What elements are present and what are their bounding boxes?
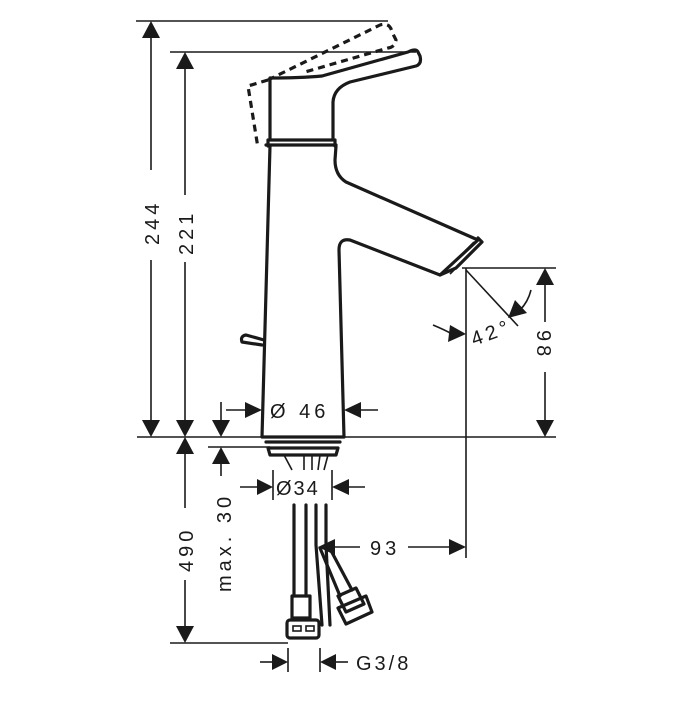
lever-handle: [268, 48, 423, 142]
dimension-angle-42: 42°: [432, 289, 532, 351]
dim-label-42-degrees: 42°: [468, 316, 515, 351]
dim-label-98: 98: [532, 330, 554, 360]
faucet-main-body: [260, 144, 480, 439]
arrow-up-icon: [176, 52, 194, 69]
dimension-221: 221: [176, 52, 198, 437]
dim-label-max-30: max. 30: [214, 493, 236, 592]
reference-lines: [136, 20, 556, 644]
arrow-up-icon: [212, 447, 230, 464]
arrow-right-icon: [245, 402, 262, 418]
arrow-right-icon: [448, 325, 466, 342]
arrow-up-icon: [536, 268, 554, 285]
arrow-down-icon: [212, 420, 230, 437]
dimension-490: 490: [176, 437, 198, 643]
dim-label-diameter-46: Ø 46: [270, 401, 329, 423]
dim-label-93: 93: [370, 538, 400, 560]
dimension-98: 98: [532, 268, 554, 437]
arrow-down-icon: [176, 626, 194, 643]
arrow-left-icon: [320, 654, 336, 670]
dimension-diameter-46: Ø 46: [226, 401, 378, 423]
dimension-g3-8: G3/8: [260, 648, 411, 675]
dim-label-221: 221: [176, 210, 198, 255]
faucet-body: [239, 22, 484, 471]
arrow-down-icon: [142, 420, 160, 437]
arrow-left-icon: [344, 402, 361, 418]
dimension-244: 244: [142, 21, 164, 437]
supply-hoses: [285, 503, 374, 640]
dim-label-244: 244: [142, 200, 164, 245]
arrow-up-icon: [176, 437, 194, 454]
arrow-right-icon: [257, 479, 273, 495]
dim-label-g3-8: G3/8: [356, 653, 411, 675]
dim-label-490: 490: [176, 527, 198, 572]
popup-rod: [239, 333, 266, 347]
arrow-left-icon: [332, 479, 349, 495]
dimension-diameter-34: Ø34: [240, 470, 365, 500]
arrow-right-icon: [449, 539, 466, 555]
lever-open-outline: [246, 22, 398, 149]
dimension-max-30: max. 30: [212, 402, 236, 592]
dimension-93: 93: [318, 538, 466, 560]
arrow-down-icon: [536, 420, 554, 437]
dim-label-diameter-34: Ø34: [276, 478, 320, 500]
arrow-down-icon: [176, 420, 194, 437]
arrow-down-left-icon: [508, 300, 527, 318]
arrow-up-icon: [142, 21, 160, 38]
arrow-right-icon: [272, 654, 288, 670]
